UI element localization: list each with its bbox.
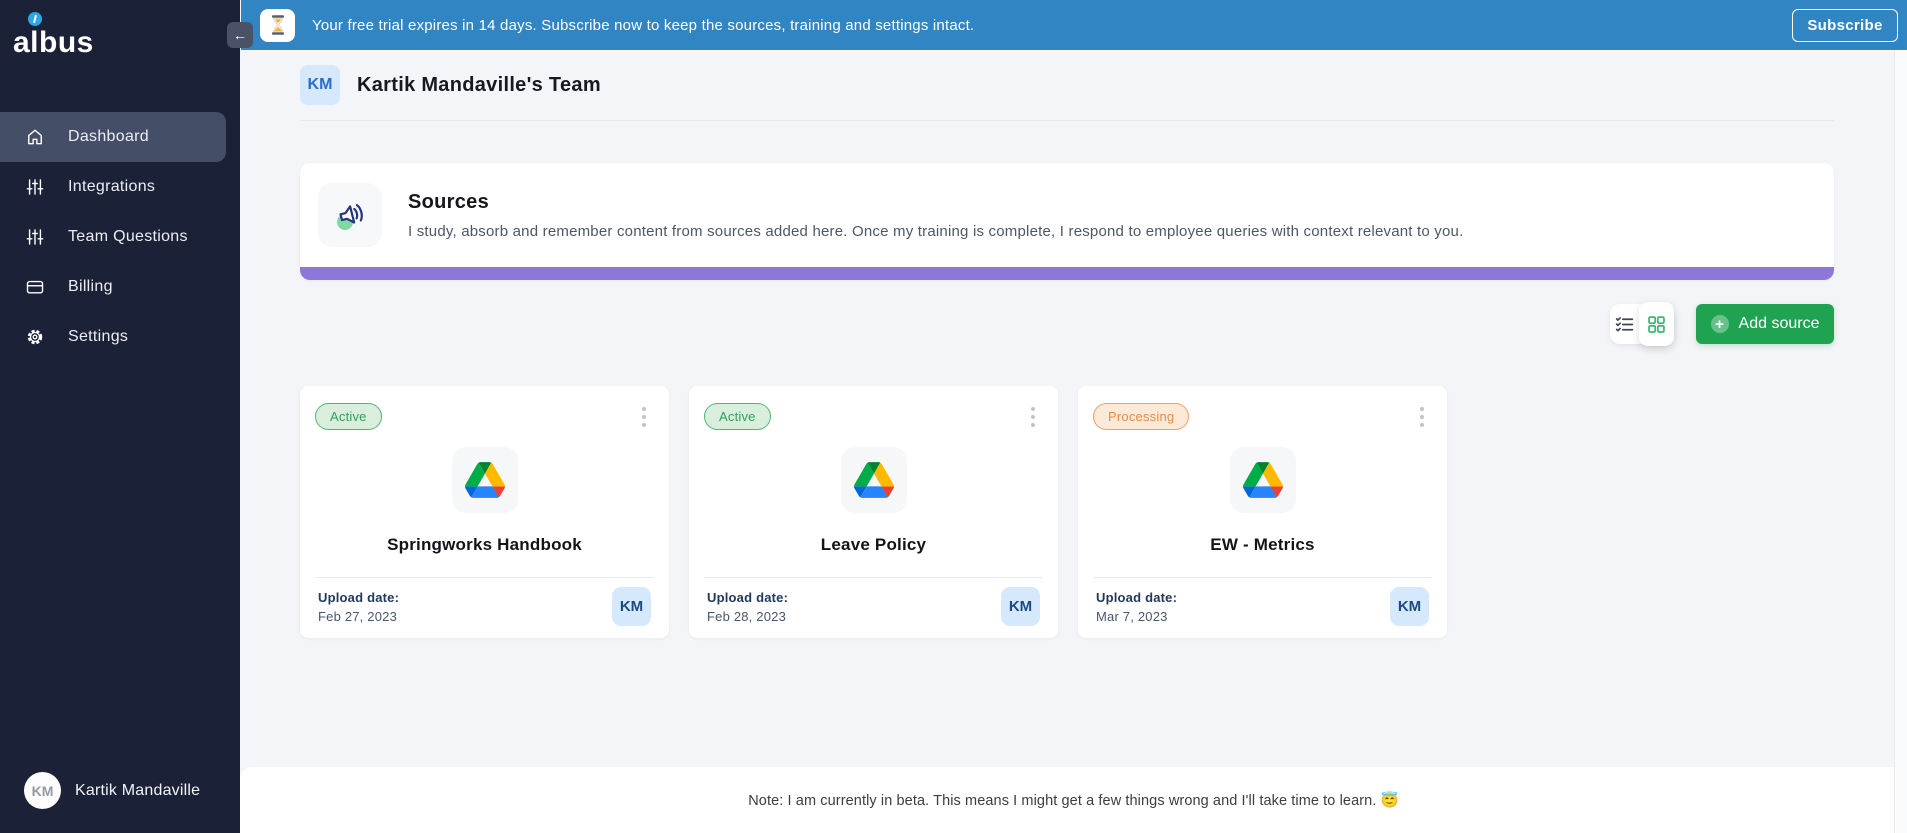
home-icon [25, 127, 45, 147]
app-logo: albus [13, 12, 123, 60]
upload-date-label: Upload date: [1096, 589, 1178, 605]
sidebar: albus Dashboard Integrations [0, 0, 240, 833]
sidebar-item-integrations[interactable]: Integrations [0, 162, 240, 212]
sliders-icon [25, 177, 45, 197]
sources-panel: Sources I study, absorb and remember con… [300, 163, 1834, 280]
sources-description: I study, absorb and remember content fro… [408, 222, 1464, 240]
scrollbar-track[interactable] [1894, 50, 1907, 833]
sidebar-item-label: Settings [68, 328, 129, 345]
content-area: Sources I study, absorb and remember con… [240, 163, 1894, 638]
divider [704, 577, 1043, 578]
grid-view-icon[interactable] [1639, 302, 1674, 346]
sidebar-collapse-button[interactable]: ← [227, 22, 253, 48]
user-avatar: KM [24, 772, 61, 809]
gear-icon [25, 327, 45, 347]
kebab-menu-icon[interactable] [1412, 403, 1432, 431]
upload-info: Upload date: Feb 28, 2023 [707, 590, 788, 624]
status-badge: Processing [1093, 403, 1190, 430]
sidebar-item-settings[interactable]: Settings [0, 312, 240, 362]
sources-toolbar: + Add source [300, 302, 1834, 346]
hourglass-icon [260, 8, 295, 42]
card-top-row: Processing [1093, 403, 1432, 431]
card-footer: Upload date: Mar 7, 2023 KM [1093, 578, 1432, 626]
sidebar-item-label: Integrations [68, 178, 156, 195]
sources-title: Sources [408, 190, 490, 213]
source-card[interactable]: Active Springworks Handbook [300, 386, 669, 638]
google-drive-icon [840, 447, 907, 513]
sidebar-item-label: Dashboard [68, 128, 149, 145]
divider [315, 577, 654, 578]
source-cards-grid: Active Springworks Handbook [300, 386, 1834, 638]
list-view-icon[interactable] [1610, 304, 1639, 344]
main-area: KM Kartik Mandaville's Team [240, 50, 1894, 833]
status-badge: Active [704, 403, 771, 430]
beta-note: Note: I am currently in beta. This means… [748, 792, 1399, 809]
card-footer: Upload date: Feb 28, 2023 KM [704, 578, 1043, 626]
sidebar-item-team-questions[interactable]: Team Questions [0, 212, 240, 262]
beta-note-bar: Note: I am currently in beta. This means… [240, 767, 1907, 833]
kebab-menu-icon[interactable] [1023, 403, 1043, 431]
google-drive-icon [1229, 447, 1296, 513]
subscribe-button[interactable]: Subscribe [1792, 8, 1898, 42]
trial-message: Your free trial expires in 14 days. Subs… [312, 16, 975, 34]
sidebar-item-label: Team Questions [68, 228, 188, 245]
source-card[interactable]: Processing EW - Metrics [1078, 386, 1447, 638]
sources-panel-text: Sources I study, absorb and remember con… [408, 191, 1463, 240]
upload-date-label: Upload date: [318, 589, 400, 605]
owner-avatar: KM [1001, 587, 1040, 626]
sidebar-user[interactable]: KM Kartik Mandaville [24, 772, 200, 809]
sliders-icon [25, 227, 45, 247]
trial-banner: Your free trial expires in 14 days. Subs… [241, 0, 1907, 50]
sidebar-item-label: Billing [68, 278, 113, 295]
upload-date-label: Upload date: [707, 589, 789, 605]
add-source-label: Add source [1738, 315, 1820, 332]
source-title: Leave Policy [820, 535, 927, 554]
sidebar-item-billing[interactable]: Billing [0, 262, 240, 312]
user-name: Kartik Mandaville [75, 781, 201, 799]
upload-date-value: Feb 28, 2023 [707, 608, 787, 624]
page-title: Kartik Mandaville's Team [357, 73, 601, 96]
owner-avatar: KM [1390, 587, 1429, 626]
upload-info: Upload date: Mar 7, 2023 [1096, 590, 1177, 624]
team-avatar: KM [300, 65, 340, 105]
sidebar-nav: Dashboard Integrations T [0, 112, 240, 362]
team-header: KM Kartik Mandaville's Team [300, 50, 1834, 121]
upload-info: Upload date: Feb 27, 2023 [318, 590, 399, 624]
kebab-menu-icon[interactable] [634, 403, 654, 431]
sidebar-item-dashboard[interactable]: Dashboard [0, 112, 226, 162]
source-title: EW - Metrics [1210, 535, 1315, 554]
source-card[interactable]: Active Leave Policy [689, 386, 1058, 638]
view-toggle [1610, 302, 1674, 346]
owner-avatar: KM [612, 587, 651, 626]
upload-date-value: Mar 7, 2023 [1096, 608, 1168, 624]
sources-panel-body: Sources I study, absorb and remember con… [300, 163, 1834, 267]
sources-accent-bar [300, 267, 1834, 280]
logo-magnifier-icon [28, 12, 42, 26]
divider [1093, 577, 1432, 578]
collapse-arrow-icon: ← [233, 27, 247, 43]
card-top-row: Active [704, 403, 1043, 431]
source-title: Springworks Handbook [387, 535, 582, 554]
add-source-button[interactable]: + Add source [1696, 304, 1834, 344]
google-drive-icon [451, 447, 518, 513]
card-footer: Upload date: Feb 27, 2023 KM [315, 578, 654, 626]
megaphone-icon [318, 183, 382, 247]
card-top-row: Active [315, 403, 654, 431]
upload-date-value: Feb 27, 2023 [318, 608, 398, 624]
plus-icon: + [1710, 315, 1729, 333]
status-badge: Active [315, 403, 382, 430]
credit-card-icon [25, 277, 45, 297]
logo-text: albus [13, 26, 94, 59]
